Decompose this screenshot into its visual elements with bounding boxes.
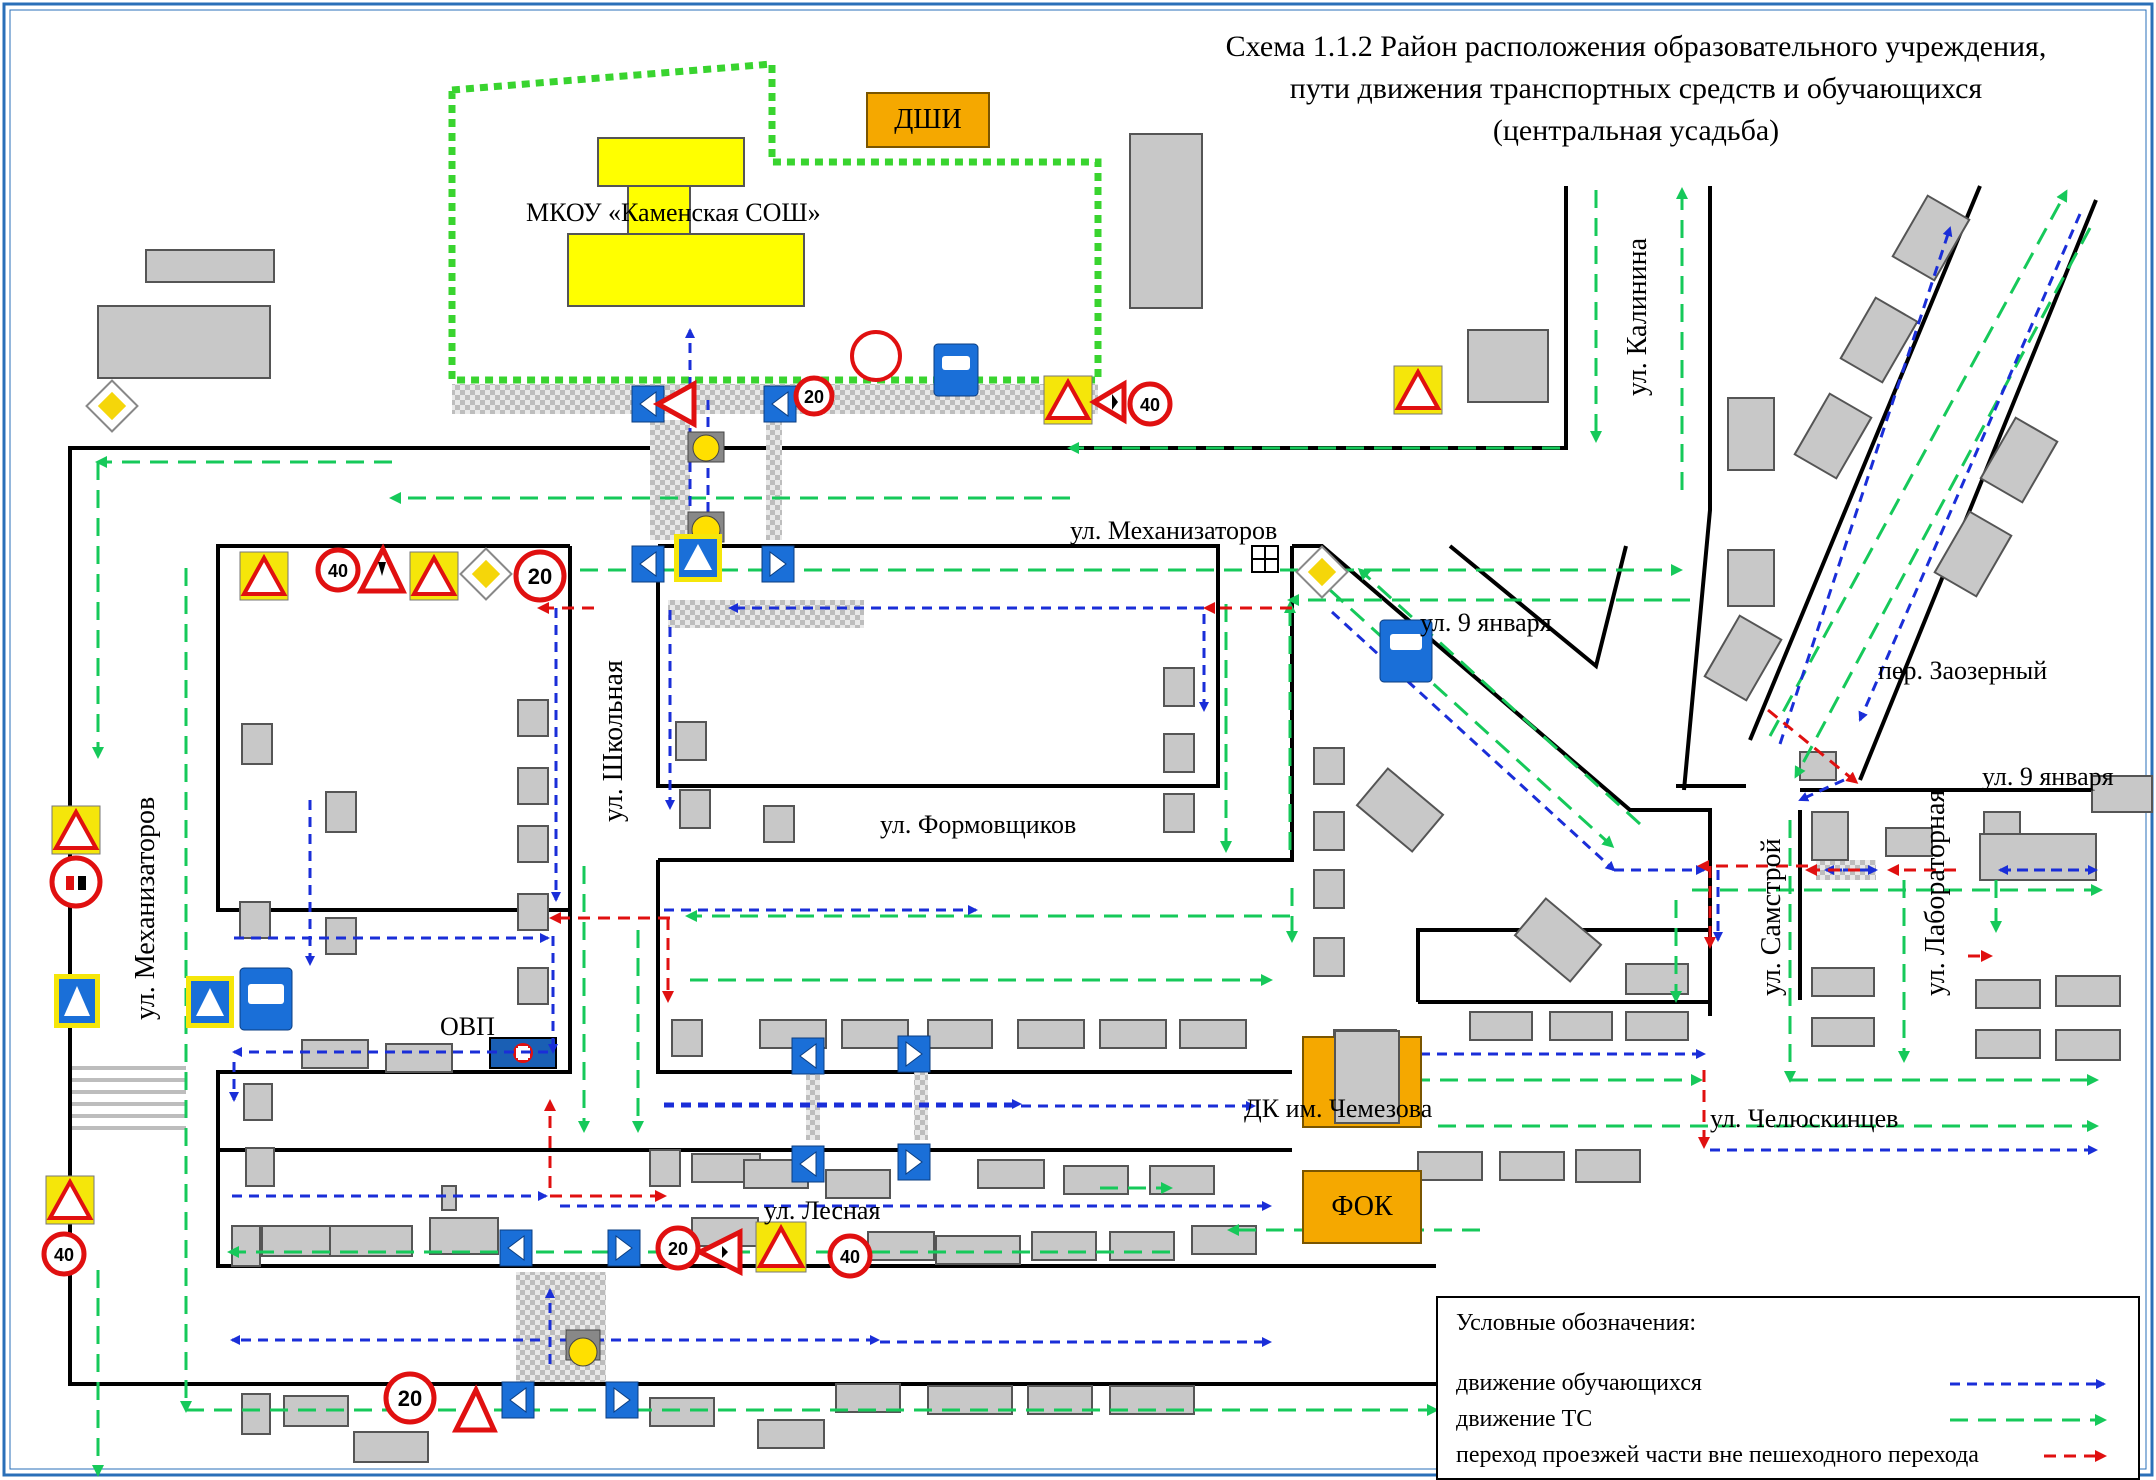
culture-house-annex — [1334, 1030, 1400, 1124]
no-vehicles-sign — [850, 330, 902, 382]
speed-40-text-1: 40 — [1140, 395, 1160, 415]
speed-limit-signs — [41, 375, 1173, 1425]
street-formovshchikov: ул. Формовщиков — [880, 810, 1077, 839]
crosswalk-signs-blue — [499, 385, 931, 1419]
music-school-label: ДШИ — [894, 104, 962, 135]
title-line-2: пути движения транспортных средств и обу… — [1289, 72, 1983, 105]
speed-40-text-2: 40 — [328, 561, 348, 581]
street-laboratornaya: ул. Лабораторная — [1920, 789, 1951, 996]
crosswalk-signs-yellow — [54, 534, 722, 1028]
speed-20-text-2: 20 — [528, 564, 552, 589]
student-routes — [229, 213, 2098, 1364]
street-shkolnaya: ул. Школьная — [598, 660, 629, 822]
street-zaozerny: пер. Заозерный — [1878, 656, 2048, 685]
school-building — [567, 137, 805, 307]
school-label: МКОУ «Каменская СОШ» — [526, 198, 821, 227]
legend-vehicles: движение ТС — [1456, 1406, 1593, 1432]
sports-complex-building: ФОК — [1302, 1170, 1422, 1244]
title-line-1: Схема 1.1.2 Район расположения образоват… — [1225, 30, 2047, 63]
priority-road-signs — [85, 379, 1349, 601]
street-kalinina: ул. Калинина — [1622, 237, 1653, 396]
sports-complex-label: ФОК — [1331, 1191, 1393, 1222]
culture-house-label: ДК им. Чемезова — [1244, 1094, 1433, 1123]
legend-swatches — [1950, 1379, 2107, 1462]
street-chelyuskintsev: ул. Челюскинцев — [1710, 1104, 1899, 1133]
music-school-building: ДШИ — [866, 92, 990, 148]
speed-20-text-3: 20 — [668, 1239, 688, 1259]
speed-20-text-1: 20 — [804, 387, 824, 407]
legend-students: движение обучающихся — [1456, 1370, 1702, 1396]
road-outlines — [68, 185, 2110, 1386]
children-signs — [45, 365, 1443, 1273]
title-line-3: (центральная усадьба) — [1492, 114, 1780, 147]
street-lesnaya: ул. Лесная — [764, 1196, 881, 1225]
map-frame-inner — [9, 9, 2147, 1470]
map-title: Схема 1.1.2 Район расположения образоват… — [1136, 26, 2136, 152]
off-crossing-routes — [537, 602, 1993, 1202]
no-overtaking-icon — [66, 876, 86, 890]
buildings — [97, 133, 2153, 1463]
street-9-yanvarya-right: ул. 9 января — [1982, 762, 2114, 791]
legend: Условные обозначения: движение обучающих… — [1436, 1296, 2140, 1480]
street-9-yanvarya-diag: ул. 9 января — [1420, 608, 1552, 637]
give-way-signs — [356, 379, 1127, 1433]
legend-heading: Условные обозначения: — [1456, 1310, 1697, 1336]
bus-stop-signs — [239, 343, 1433, 1031]
speed-limit-texts: 20 40 40 20 40 40 20 20 — [54, 387, 1160, 1411]
street-mekhanizatorov-left: ул. Механизаторов — [130, 796, 161, 1020]
street-samstroy: ул. Самстрой — [1756, 838, 1787, 996]
police-label: ОВП — [440, 1012, 495, 1041]
street-mekhanizatorov-top: ул. Механизаторов — [1070, 516, 1278, 545]
legend-crossing: переход проезжей части вне пешеходного п… — [1456, 1442, 1979, 1468]
cross-marker-icon — [1251, 545, 1279, 573]
speed-40-text-4: 40 — [840, 1247, 860, 1267]
speed-20-text-4: 20 — [398, 1386, 422, 1411]
speed-40-text-3: 40 — [54, 1245, 74, 1265]
